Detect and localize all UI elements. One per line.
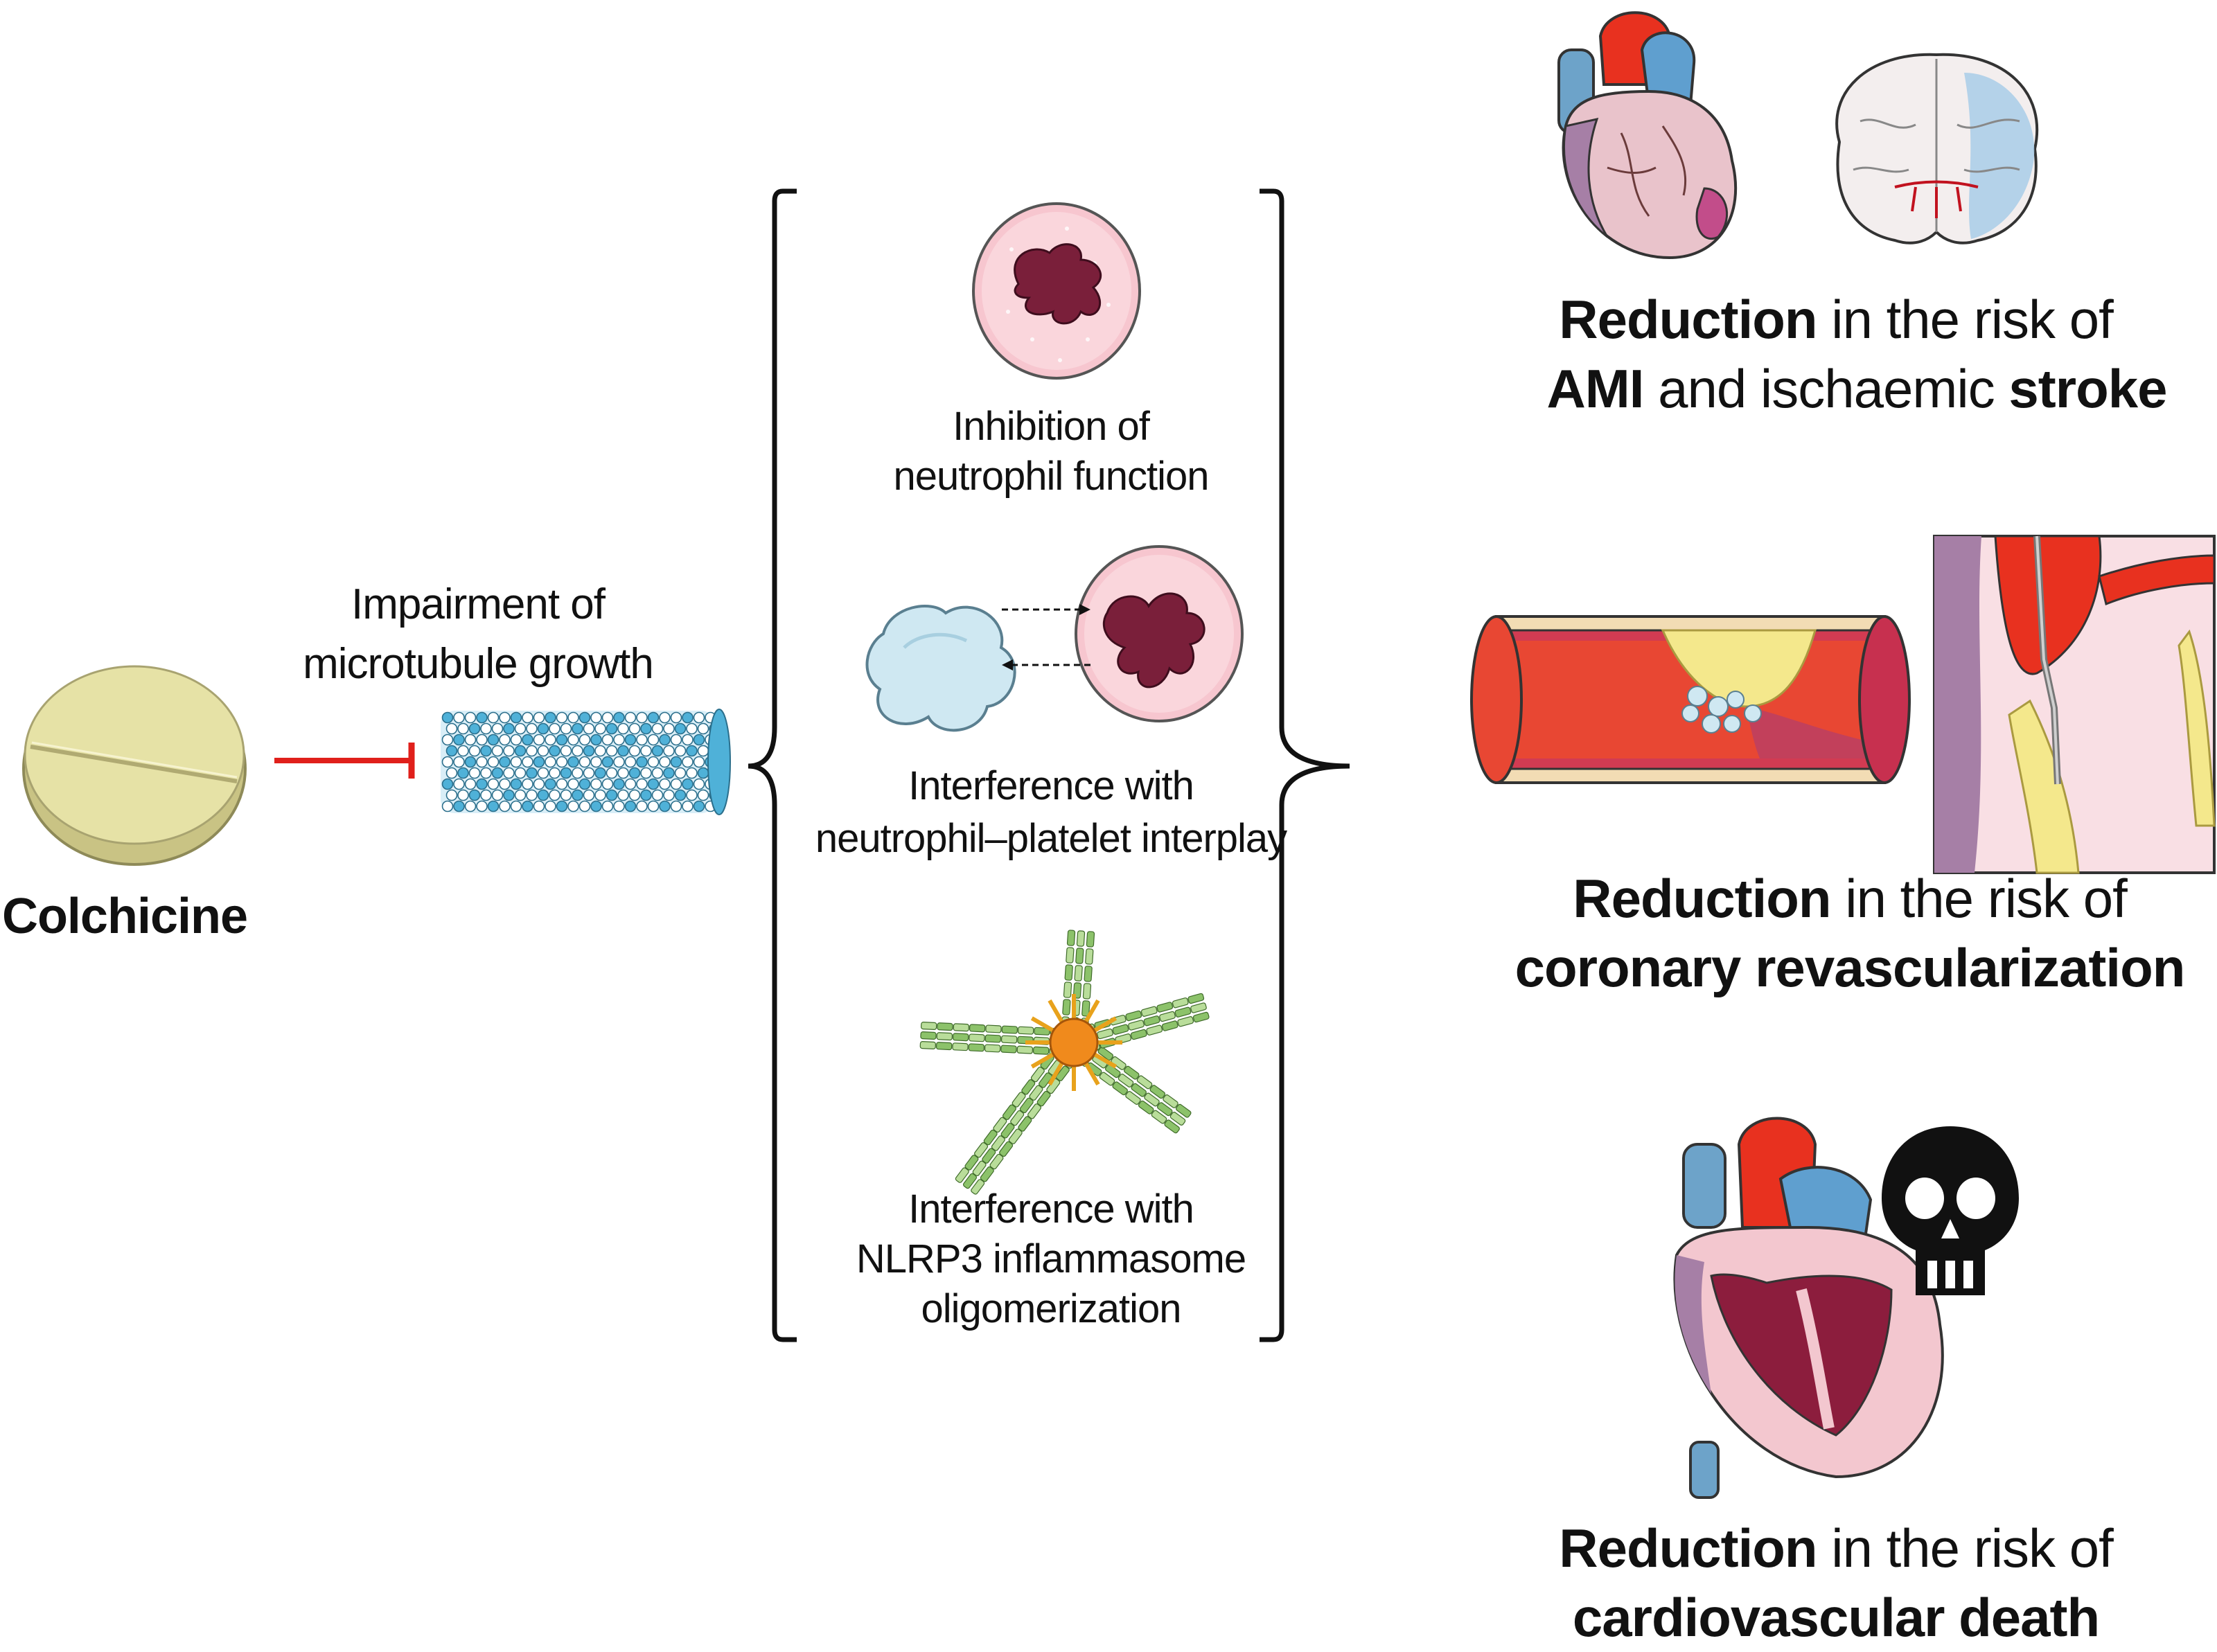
inhibition-arrow-icon	[274, 743, 415, 779]
outcome-1-rest: in the risk of	[1817, 289, 2114, 350]
interplay-arrows	[1002, 604, 1090, 670]
inflammasome-icon	[919, 930, 1210, 1195]
outcome-3-line2: cardiovascular death	[1572, 1587, 2100, 1648]
right-brace	[1260, 188, 1350, 1342]
outcome-3-line1: Reduction in the risk of	[1455, 1514, 2217, 1583]
heart-icon	[1557, 11, 1738, 260]
mechanism-1-line1: Inhibition of	[953, 404, 1150, 449]
skull-icon	[1882, 1126, 2019, 1295]
outcome-1-mid: and ischaemic	[1643, 358, 2009, 419]
left-brace	[748, 188, 797, 1342]
step-label-line2: microtubule growth	[303, 640, 654, 688]
outcome-1-ami: AMI	[1546, 358, 1644, 419]
outcome-1-line2: AMI and ischaemic stroke	[1476, 355, 2217, 423]
outcome-1-bold: Reduction	[1559, 289, 1817, 350]
mechanism-3-line2: NLRP3 inflammasome	[856, 1236, 1246, 1281]
outcome-3-bold: Reduction	[1559, 1518, 1817, 1579]
outcome-2-bold: Reduction	[1573, 868, 1831, 929]
brain-icon	[1835, 53, 2039, 245]
step-label-line1: Impairment of	[351, 580, 606, 628]
outcome-1-stroke: stroke	[2008, 358, 2167, 419]
outcome-2-rest: in the risk of	[1830, 868, 2128, 929]
platelet-icon	[865, 605, 1016, 732]
mechanism-1-line2: neutrophil function	[893, 454, 1210, 499]
outcome-1-line1: Reduction in the risk of	[1455, 285, 2217, 354]
outcome-2-line2: coronary revascularization	[1514, 937, 2186, 998]
outcome-3-rest: in the risk of	[1817, 1518, 2114, 1579]
neutrophil-icon-2	[1075, 545, 1244, 722]
outcome-2-line1: Reduction in the risk of	[1469, 864, 2217, 933]
artery-plaque-icon	[1470, 615, 1911, 784]
mechanism-3-line1: Interference with	[908, 1187, 1194, 1232]
microtubule-icon	[441, 709, 731, 815]
neutrophil-icon	[972, 202, 1141, 380]
mechanism-2-line2: neutrophil–platelet interplay	[815, 816, 1287, 861]
mechanism-2-line1: Interference with	[908, 763, 1194, 808]
pill-icon	[22, 665, 247, 866]
mechanism-3-line3: oligomerization	[921, 1286, 1181, 1331]
catheter-icon	[1933, 535, 2216, 874]
drug-label: Colchicine	[1, 889, 248, 944]
heart-section-icon	[1673, 1117, 1944, 1499]
